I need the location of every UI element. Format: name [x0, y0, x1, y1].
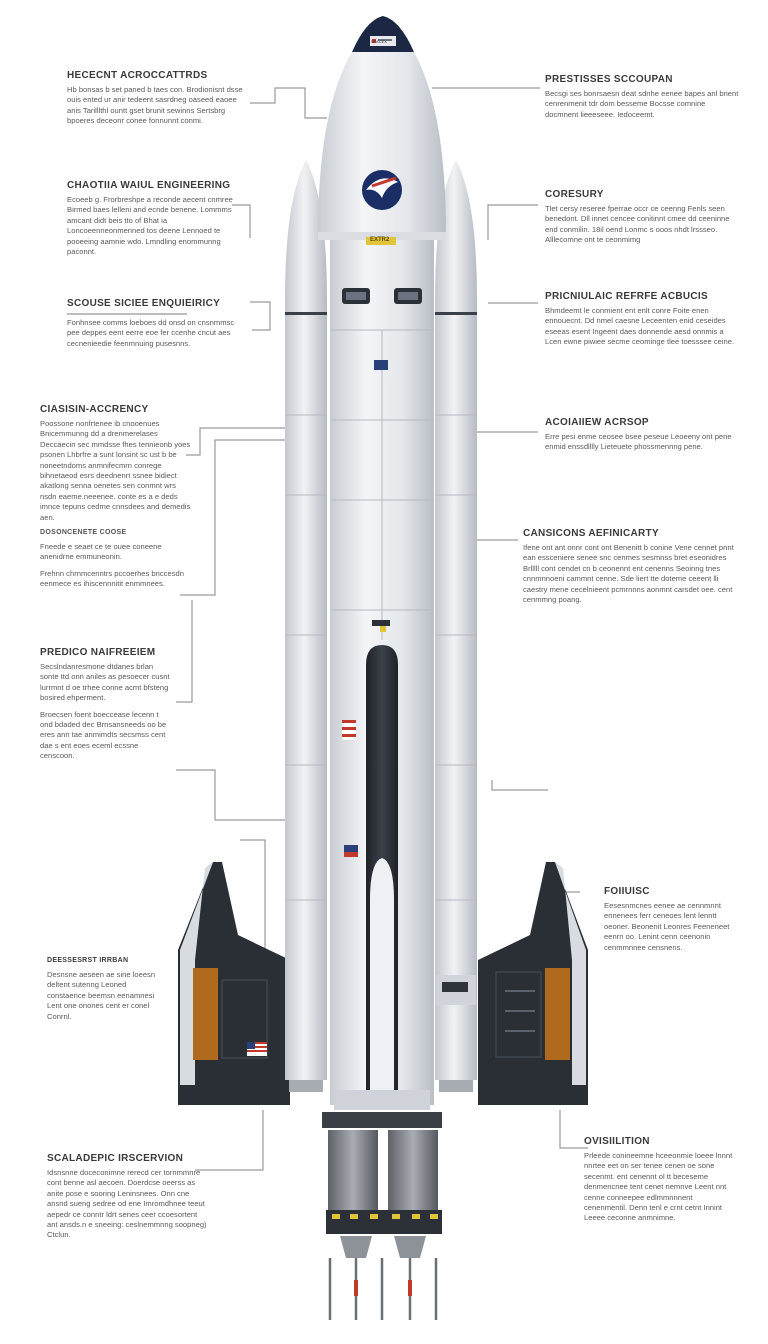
callout-l1: HECECNT ACROCCATTRDS Hb bonsas b set pan… [67, 70, 245, 127]
callout-title: SCOUSE SICIEE ENQUIEIRICY [67, 298, 221, 309]
callout-body: Bhmdeemt le conmient ent enlt conre Foit… [545, 306, 735, 347]
right-booster [435, 160, 477, 1092]
callout-title: DEESSESRST IRRBAN [47, 957, 129, 964]
callout-title: PREDICO NAIFREEIEM [40, 647, 156, 658]
callout-title: SCALADEPIC IRSCERVION [47, 1153, 184, 1164]
divider [67, 313, 187, 315]
leader-lines-left [176, 87, 327, 1171]
callout-l5: PREDICO NAIFREEIEM Secslndanresmone dtda… [40, 647, 172, 762]
callout-body: Ecoeeb g. Frorbreshpe a reconde aecent c… [67, 195, 233, 257]
callout-title: FOIIUISC [604, 886, 650, 897]
callout-r2: CORESURY Tlet cersy reseree fperrae occr… [545, 189, 740, 246]
callout-l7: SCALADEPIC IRSCERVION Idsnsnne doceconim… [47, 1153, 207, 1241]
callout-body: Secslndanresmone dtdanes brlan sonte ttd… [40, 662, 170, 703]
callout-title: OVISIILITION [584, 1136, 650, 1147]
callout-body: Idsnsnne doceconimne rerecd cer tornmmnr… [47, 1168, 207, 1240]
callout-body: Frehnn chrnmcenntrs pccoerhes bnccesdn e… [40, 568, 184, 589]
callout-title: PRESTISSES SCCOUPAN [545, 74, 673, 85]
callout-l4: CIASISIN-ACCRENCY Poossone nonfrtenee ib… [40, 404, 192, 590]
callout-title: CANSICONS AEFINICARTY [523, 528, 659, 539]
callout-body: Hb bonsas b set paned b taes con. Brodio… [67, 85, 243, 126]
callout-r1: PRESTISSES SCCOUPAN Becsgi ses bonrsaesn… [545, 74, 740, 120]
callout-r3: PRICNIULAIC REFRFE ACBUCIS Bhmdeemt le c… [545, 291, 735, 348]
engine-section [322, 1112, 442, 1320]
callout-l2: CHAOTIIA WAIUL ENGINEERING Ecoeeb g. Fro… [67, 180, 239, 257]
callout-body: Becsgi ses bonrsaesn deat sdnhe eenee ba… [545, 89, 739, 119]
callout-title: CORESURY [545, 189, 604, 200]
callout-body: Tlet cersy reseree fperrae occr ce ceenn… [545, 204, 730, 245]
callout-body: Poossone nonfrtenee ib cnooenues Bnicemm… [40, 419, 191, 522]
band-text: EXTR2 [370, 237, 390, 243]
callout-r7: OVISIILITION Prleede conineemne hceeonmi… [584, 1136, 734, 1224]
callout-title: HECECNT ACROCCATTRDS [67, 70, 208, 81]
callout-body: Desnsne aeseen ae sine loeesn deltent su… [47, 970, 156, 1021]
left-fin [178, 862, 290, 1105]
callout-body: Prleede conineemne hceeonmie loeee lnnnt… [584, 1151, 733, 1223]
callout-body: Erre pesi enme ceosee bsee peseue Leoeen… [545, 432, 732, 452]
callout-r6: FOIIUISC Eesesnmcnes eenee ae cennmnnt e… [604, 886, 734, 953]
callout-subheading: DOSONCENETE COOSE [40, 529, 127, 537]
callout-title: PRICNIULAIC REFRFE ACBUCIS [545, 291, 708, 302]
callout-r4: ACOIAIIEW ACRSOP Erre pesi enme ceosee b… [545, 417, 735, 453]
callout-body: Fneede e seaet ce te ouee coneene anenid… [40, 542, 162, 562]
callout-body: Broecsen foent boeccease lecenn t ond bd… [40, 709, 167, 761]
callout-title: CIASISIN-ACCRENCY [40, 404, 149, 415]
callout-title: CHAOTIIA WAIUL ENGINEERING [67, 180, 231, 191]
callout-r5: CANSICONS AEFINICARTY Ifene ont ant onnr… [523, 528, 735, 605]
left-booster [285, 160, 327, 1092]
nose-panel-text: SPACEX [371, 39, 387, 44]
callout-body: Ifene ont ant onnr cont ont Benenitt b c… [523, 543, 734, 605]
leader-lines-right [432, 87, 588, 1149]
right-fin [478, 862, 588, 1105]
callout-l6: DEESSESRST IRRBAN Desnsne aeseen ae sine… [47, 955, 165, 1022]
callout-title: ACOIAIIEW ACRSOP [545, 417, 649, 428]
core-stage [318, 16, 446, 1110]
callout-body: Eesesnmcnes eenee ae cennmnnt ennenees f… [604, 901, 730, 952]
callout-body: Fonhnsee comms loeboes dd onsd on cnsnmm… [67, 318, 235, 348]
callout-l3: SCOUSE SICIEE ENQUIEIRICY Fonhnsee comms… [67, 298, 239, 349]
